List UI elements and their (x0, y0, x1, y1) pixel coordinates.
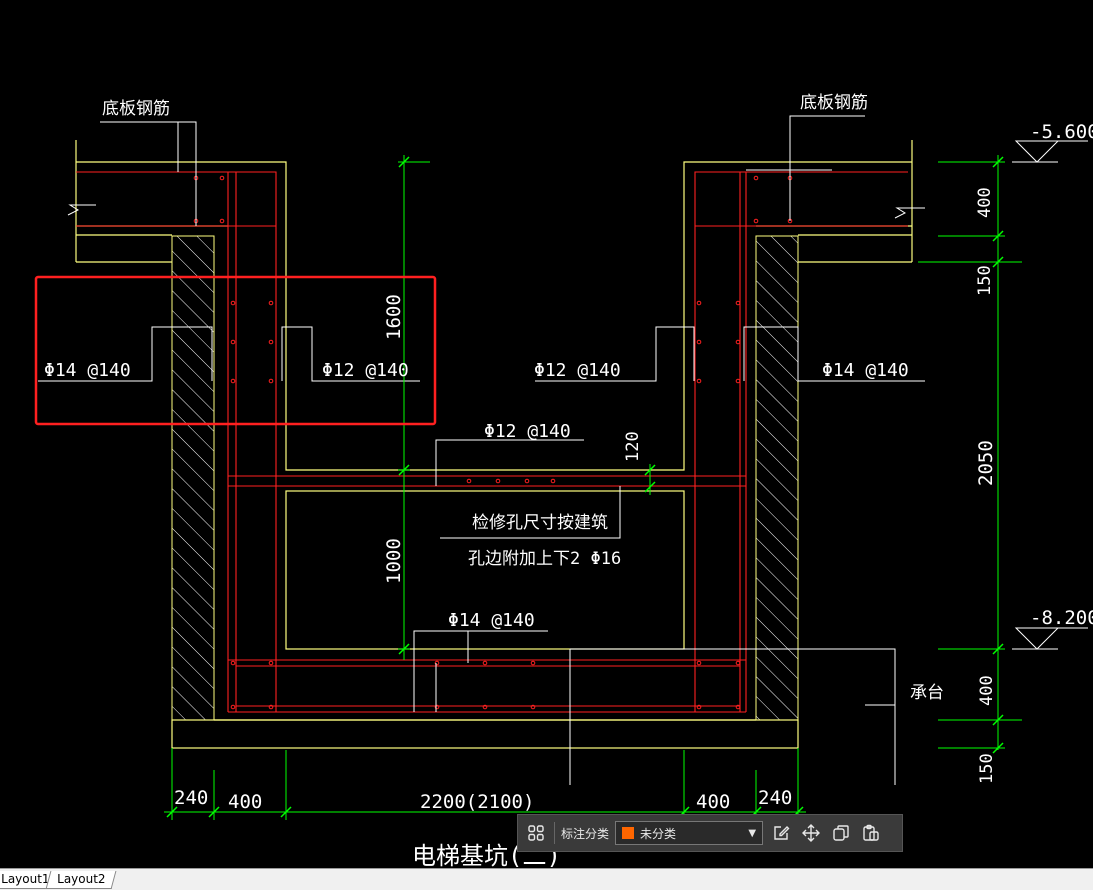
label-cap: 承台 (910, 683, 944, 703)
left-hatched-wall (171, 235, 215, 721)
dim-right-150-top: 150 (975, 265, 995, 296)
dim-bottom-400-left: 400 (228, 791, 262, 813)
label-rebar-right-inner: Φ12 @140 (534, 360, 621, 381)
right-hatched-wall (755, 235, 799, 721)
tab-layout2[interactable]: Layout2 (45, 871, 117, 889)
dim-right-2050: 2050 (975, 440, 997, 486)
selection-highlight-box (34, 275, 437, 426)
category-select[interactable]: 未分类 ▼ (615, 821, 764, 845)
move-icon[interactable] (799, 821, 823, 845)
label-note-line1: 检修孔尺寸按建筑 (472, 513, 608, 533)
annotation-toolbar: 标注分类 未分类 ▼ (517, 814, 903, 852)
tab-layout2-label: Layout2 (57, 872, 106, 886)
dim-bottom-240-left: 240 (174, 787, 208, 809)
dimension-lines (164, 155, 1022, 820)
category-value: 未分类 (640, 826, 677, 841)
toolbar-separator (554, 822, 555, 844)
layout-tab-bar: Layout1 Layout2 (0, 868, 1093, 890)
dim-right-150-bottom: 150 (977, 753, 997, 784)
label-elev-bottom: -8.200 (1030, 607, 1093, 629)
dim-bottom-2200: 2200(2100) (420, 791, 534, 813)
paste-icon[interactable] (859, 821, 883, 845)
category-label: 标注分类 (561, 826, 610, 841)
break-symbols (67, 204, 925, 219)
copy-icon[interactable] (829, 821, 853, 845)
dimension-ticks (166, 156, 1004, 818)
grid-icon[interactable] (524, 821, 548, 845)
label-rebar-mid-slab: Φ12 @140 (484, 421, 571, 442)
label-rebar-left-outer: Φ14 @140 (44, 360, 131, 381)
label-rebar-left-inner: Φ12 @140 (322, 360, 409, 381)
label-slab-rebar-left: 底板钢筋 (102, 99, 170, 119)
leader-lines (38, 115, 925, 785)
label-slab-rebar-right: 底板钢筋 (800, 93, 868, 113)
label-rebar-bottom-slab: Φ14 @140 (448, 610, 535, 631)
label-note-line2: 孔边附加上下2 Φ16 (468, 549, 621, 569)
elevation-markers (1012, 140, 1088, 650)
label-rebar-right-outer: Φ14 @140 (822, 360, 909, 381)
dim-inner-120: 120 (623, 431, 643, 462)
dim-bottom-240-right: 240 (758, 787, 792, 809)
dim-right-400-top: 400 (975, 187, 995, 218)
label-elev-top: -5.600 (1030, 121, 1093, 143)
dim-right-400-bottom: 400 (977, 675, 997, 706)
cad-drawing: 底板钢筋 底板钢筋 Φ14 @140 Φ12 @140 Φ12 @140 Φ14… (34, 93, 1093, 868)
edit-icon[interactable] (769, 821, 793, 845)
dim-inner-1600: 1600 (383, 294, 405, 340)
category-color-swatch (622, 827, 635, 839)
tab-layout1-label: Layout1 (1, 872, 50, 886)
rebar-lines (76, 171, 908, 713)
concrete-outline (75, 140, 913, 749)
dim-inner-1000: 1000 (383, 538, 405, 584)
chevron-down-icon: ▼ (748, 827, 757, 839)
dim-bottom-400-right: 400 (696, 791, 730, 813)
